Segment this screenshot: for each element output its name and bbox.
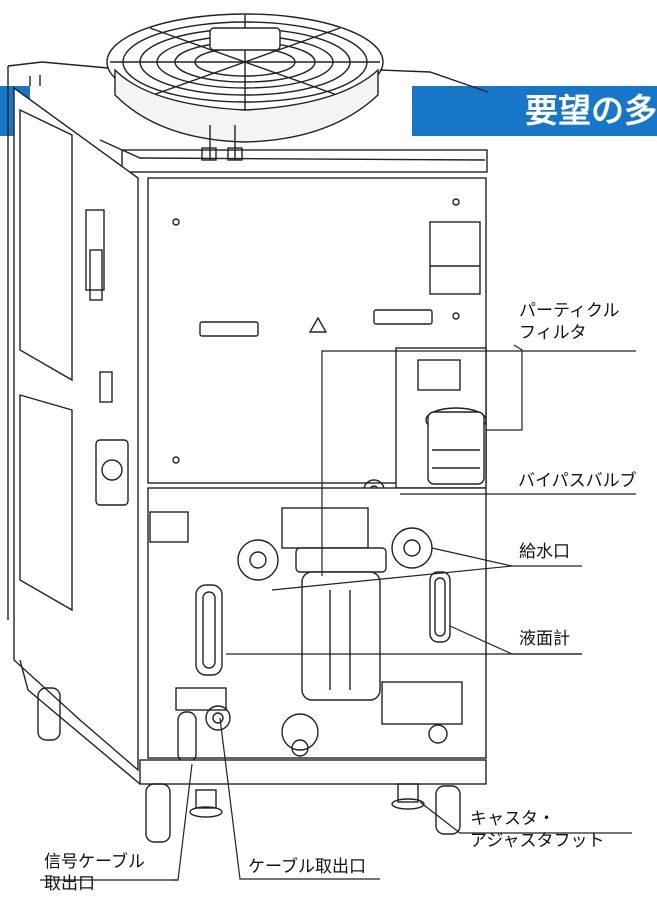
side-panel — [13, 86, 139, 772]
top-frame — [7, 61, 489, 620]
label-particle-filter: パーティクル フィルタ — [519, 301, 620, 343]
particle-filter-unit — [363, 347, 487, 501]
label-caster-adjuster-foot: キャスタ・ アジャスタフット — [470, 809, 605, 851]
label-bypass-valve: バイパスバルブ — [518, 471, 637, 491]
label-cable-outlet: ケーブル取出口 — [248, 857, 366, 877]
leader-lines — [40, 344, 636, 881]
front-lower-panel — [147, 487, 487, 763]
header-banner: 要望の多 — [0, 86, 657, 136]
label-water-inlet: 給水口 — [519, 542, 570, 562]
fan-guard — [106, 13, 384, 161]
label-level-gauge: 液面計 — [519, 629, 570, 649]
banner-right-bar — [412, 86, 657, 136]
banner-title: 要望の多 — [525, 91, 657, 130]
base-frame — [19, 659, 487, 843]
label-signal-cable-outlet: 信号ケーブル 取出口 — [44, 852, 145, 894]
